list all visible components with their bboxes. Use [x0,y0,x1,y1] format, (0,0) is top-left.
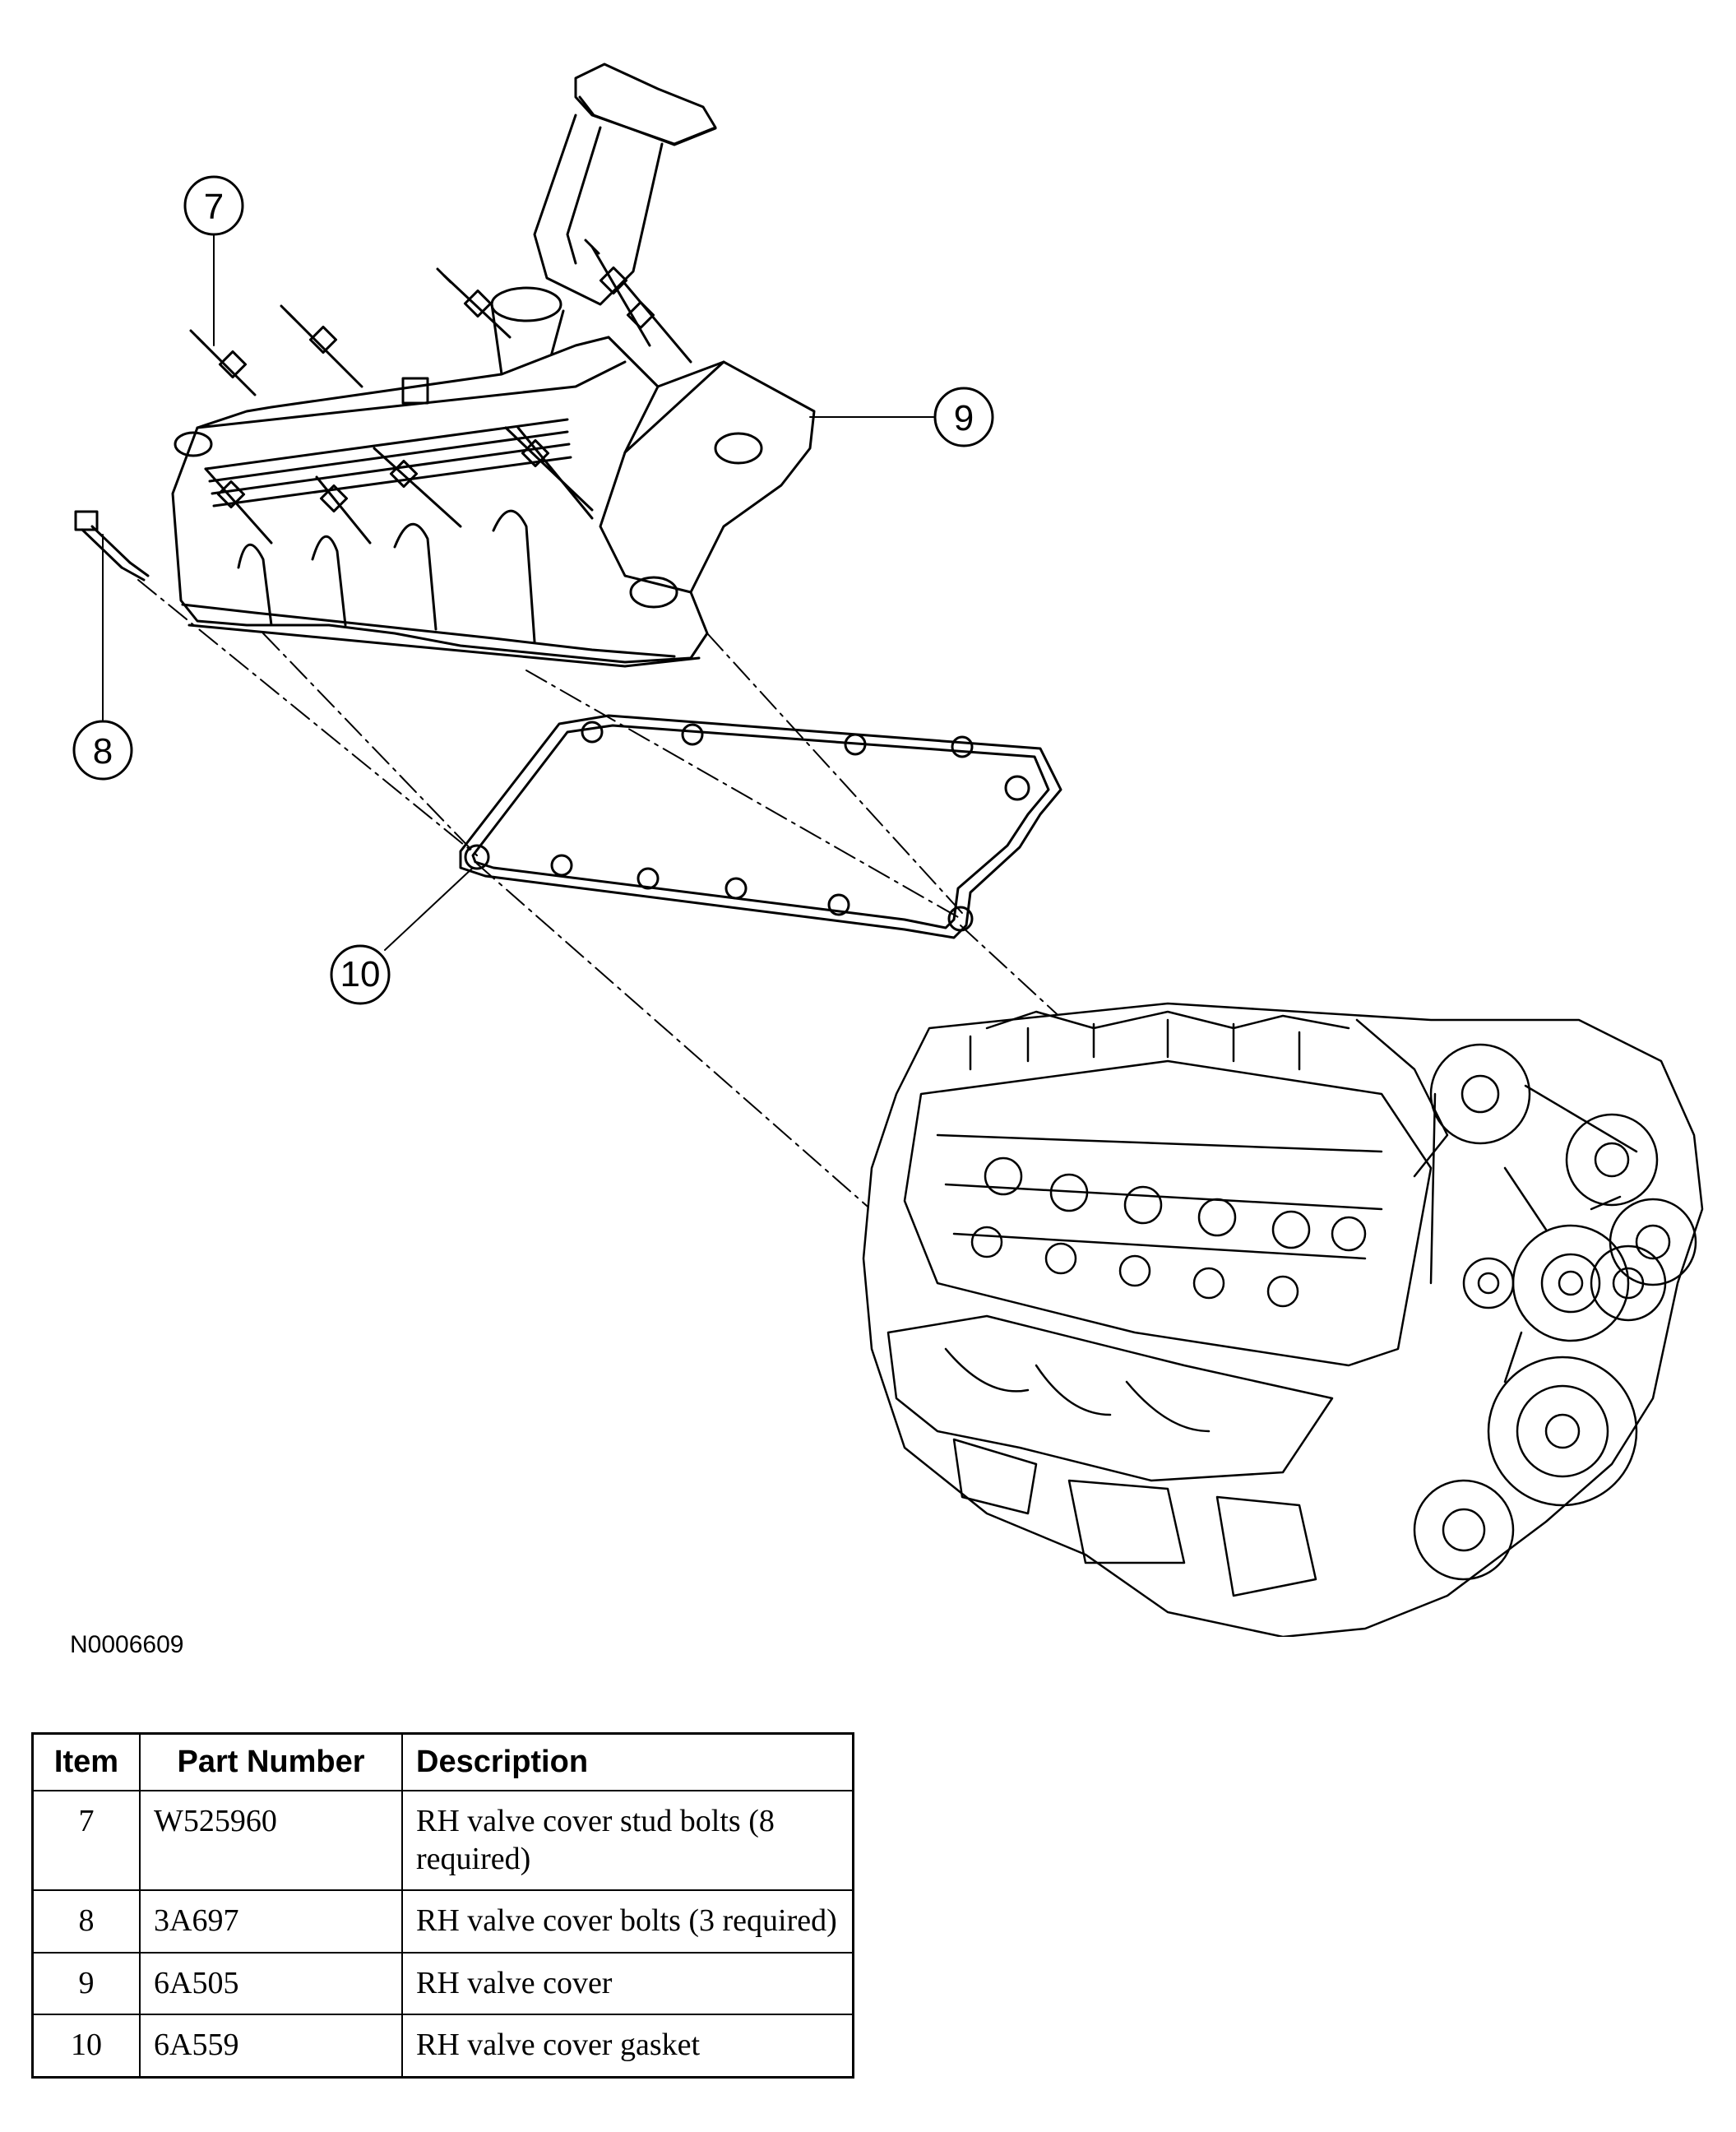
accessory-drive [1413,1043,1697,1581]
table-row: 9 6A505 RH valve cover [31,1951,854,2016]
valve-cover [171,63,816,668]
header-part-number: Part Number [139,1732,403,1791]
figure-id: N0006609 [70,1631,184,1658]
callout-8: 8 [72,720,133,781]
row-description: RH valve cover [401,1951,854,2016]
row-part-number: 6A559 [139,2014,403,2079]
table-row: 8 3A697 RH valve cover bolts (3 required… [31,1889,854,1954]
row-item: 10 [31,2014,141,2079]
parts-table-header-row: Item Part Number Description [31,1732,854,1791]
svg-text:8: 8 [93,731,113,772]
callout-9: 9 [933,387,994,447]
svg-text:10: 10 [340,954,381,994]
parts-table: Item Part Number Description 7 W525960 R… [31,1732,854,2079]
valve-cover-gasket [459,714,1062,939]
engine-assembly [862,1002,1704,1637]
leader-lines [102,234,934,951]
row-item: 9 [31,1951,141,2016]
oil-filler-neck [490,63,717,388]
stud-bolts [189,239,692,545]
row-item: 8 [31,1889,141,1954]
row-description: RH valve cover gasket [401,2014,854,2079]
row-item: 7 [31,1789,141,1892]
svg-text:7: 7 [204,187,224,227]
table-row: 10 6A559 RH valve cover gasket [31,2014,854,2079]
exploded-view-drawing: 7 8 9 10 [72,63,1704,1637]
header-description: Description [401,1732,854,1791]
row-description: RH valve cover stud bolts (8 required) [401,1789,854,1892]
svg-text:9: 9 [954,398,974,438]
row-description: RH valve cover bolts (3 required) [401,1889,854,1954]
cover-bolt [74,510,150,582]
row-part-number: 6A505 [139,1951,403,2016]
table-row: 7 W525960 RH valve cover stud bolts (8 r… [31,1789,854,1892]
row-part-number: 3A697 [139,1889,403,1954]
callout-7: 7 [183,175,244,236]
callout-10: 10 [330,944,391,1005]
header-item: Item [31,1732,141,1791]
row-part-number: W525960 [139,1789,403,1892]
